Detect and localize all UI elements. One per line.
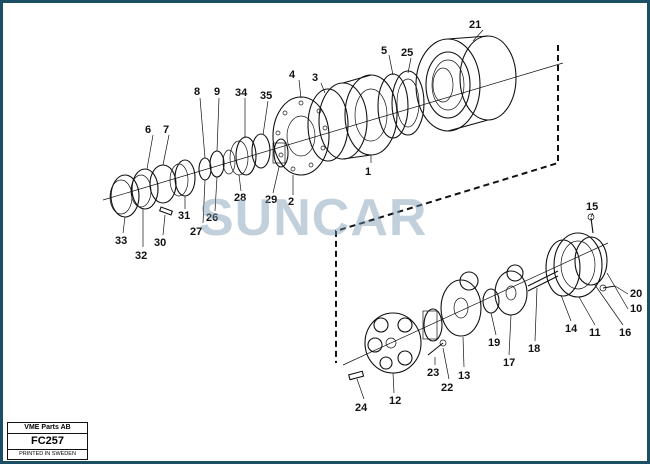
leader-lines: [122, 29, 629, 400]
callout-7: 7: [163, 124, 169, 136]
part-35-ring: [251, 133, 271, 169]
callout-15: 15: [586, 201, 598, 213]
part-14-ring: [545, 239, 581, 297]
part-5-ring: [377, 73, 409, 139]
part-17-carrier: [494, 264, 528, 316]
part-15-plug: [587, 213, 595, 234]
callout-14: 14: [565, 323, 578, 335]
part-13-carrier: [440, 271, 482, 337]
part-9-ring: [209, 150, 225, 178]
callout-5: 5: [381, 45, 387, 57]
callout-3: 3: [312, 72, 318, 84]
callout-8: 8: [194, 86, 200, 98]
callout-35: 35: [260, 90, 272, 102]
callout-1: 1: [365, 166, 371, 178]
part-21-housing: [415, 35, 517, 132]
callout-32: 32: [135, 250, 147, 262]
callout-21: 21: [469, 19, 481, 31]
part-16-cover: [574, 236, 608, 286]
part-8-washer: [198, 157, 212, 181]
callout-25: 25: [401, 47, 413, 59]
part-23-bolt: [427, 339, 447, 356]
callout-17: 17: [503, 357, 515, 369]
part-28-spacer: [222, 149, 236, 175]
callout-13: 13: [458, 370, 470, 382]
part-20-bolt: [599, 284, 616, 292]
callout-31: 31: [178, 210, 190, 222]
callout-26: 26: [206, 212, 218, 224]
part-22-gear: [422, 308, 443, 342]
callout-20: 20: [630, 288, 642, 300]
exploded-view-diagram: 21 5 25 4 3 1 8 9 34 35 6 7 28 29 2 31 2…: [102, 19, 642, 414]
callout-22: 22: [441, 382, 453, 394]
callout-34: 34: [235, 87, 248, 99]
callout-30: 30: [154, 237, 166, 249]
callout-28: 28: [234, 192, 246, 204]
part-29-shaft: [272, 138, 289, 168]
callout-4: 4: [289, 69, 296, 81]
title-block-code: FC257: [8, 434, 87, 450]
callout-18: 18: [528, 343, 540, 355]
callout-29: 29: [265, 194, 277, 206]
callout-24: 24: [355, 402, 368, 414]
callout-16: 16: [619, 327, 631, 339]
callout-33: 33: [115, 235, 127, 247]
callout-12: 12: [389, 395, 401, 407]
watermark-logo: SUNCAR: [199, 189, 428, 247]
title-block-company: VME Parts AB: [8, 423, 87, 434]
upper-axis-line: [102, 62, 564, 201]
callout-2: 2: [288, 196, 294, 208]
part-31-ring: [169, 159, 196, 197]
part-25-seal: [391, 70, 425, 136]
callout-10: 10: [630, 303, 642, 315]
title-block: VME Parts AB FC257 PRINTED IN SWEDEN: [7, 422, 88, 460]
part-33-snap-ring: [109, 174, 140, 218]
part-24-pin: [348, 370, 365, 381]
callout-6: 6: [145, 124, 151, 136]
callout-11: 11: [589, 327, 601, 339]
part-1-hub: [318, 74, 398, 160]
callout-23: 23: [427, 367, 439, 379]
part-18-shaft: [527, 270, 559, 292]
part-11-ring-gear: [553, 232, 603, 298]
part-3-ring: [307, 88, 349, 162]
part-7-ring: [149, 164, 177, 204]
part-12-planet-carrier: [364, 312, 422, 374]
assembly-dashed-connector: [335, 45, 559, 363]
title-block-printed: PRINTED IN SWEDEN: [19, 451, 76, 457]
callout-9: 9: [214, 86, 220, 98]
callout-19: 19: [488, 337, 500, 349]
callout-27: 27: [190, 226, 202, 238]
part-30-pin: [158, 206, 174, 216]
lower-axis-line: [342, 242, 609, 366]
part-6-ring: [130, 168, 159, 210]
